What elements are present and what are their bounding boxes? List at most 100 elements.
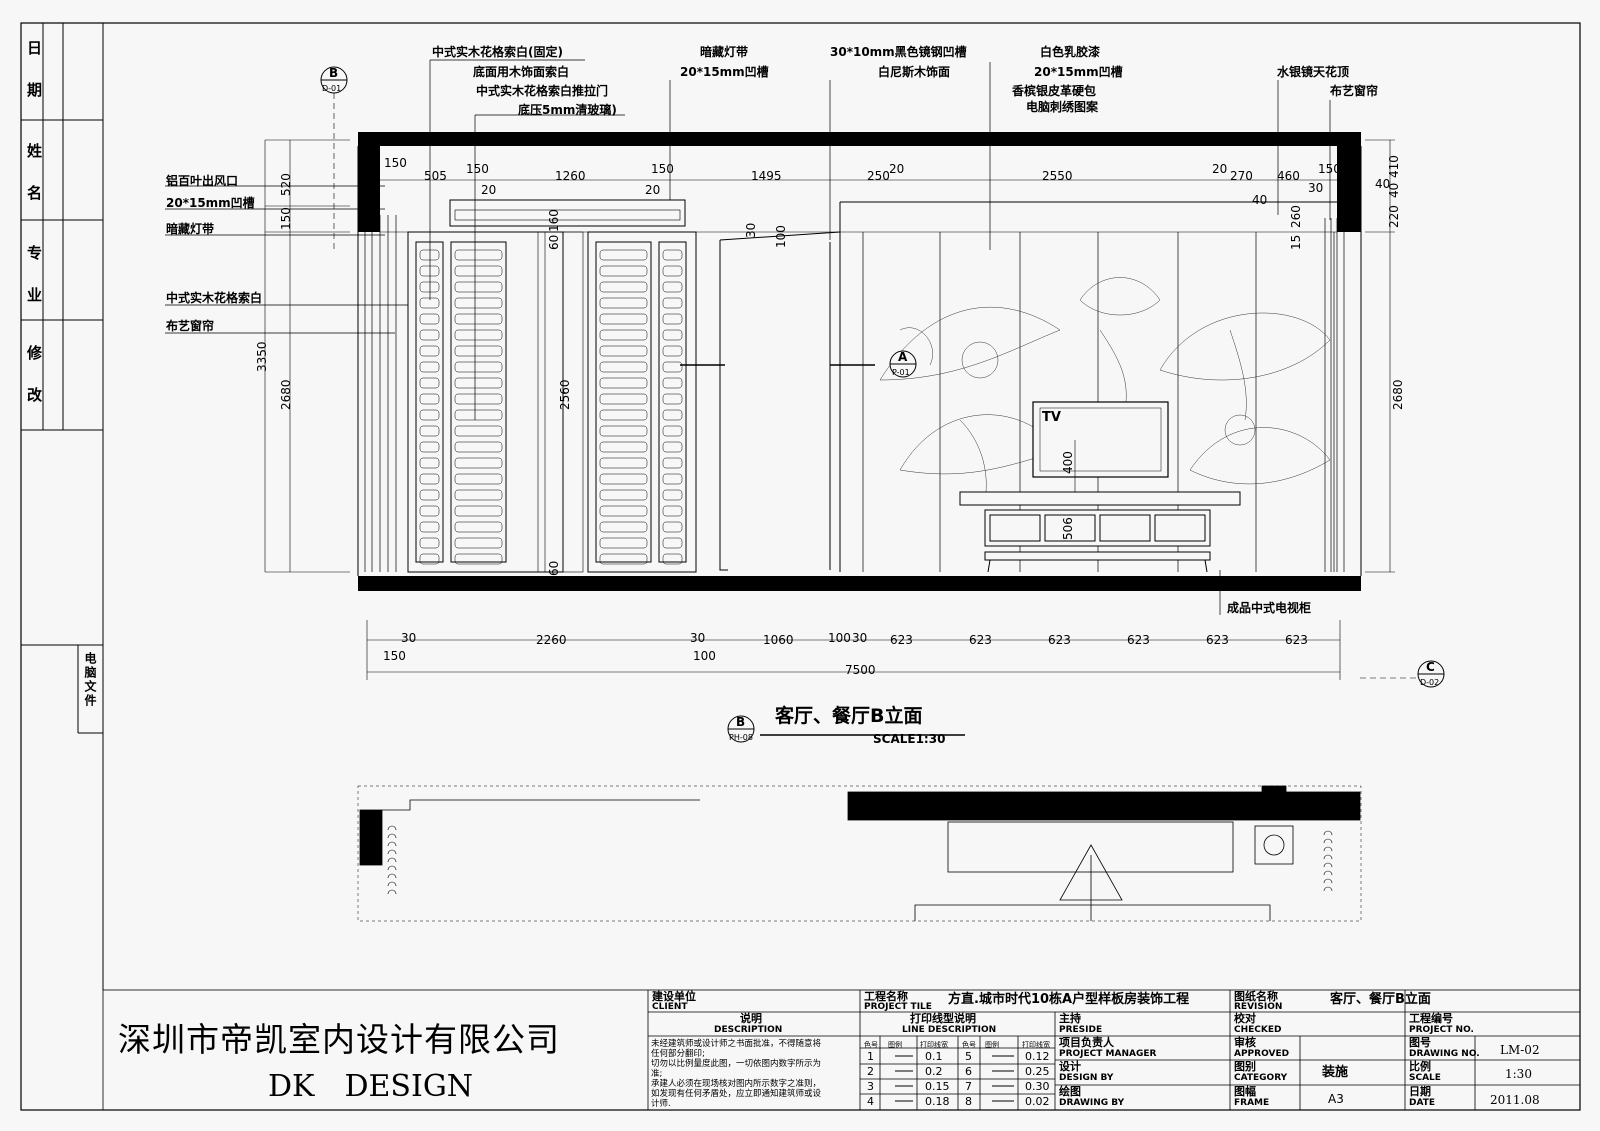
line-head: 打印线宽 bbox=[1022, 1041, 1050, 1049]
scale-en: SCALE bbox=[1409, 1073, 1441, 1083]
design-en: DESIGN BY bbox=[1059, 1073, 1114, 1083]
pm-en: PROJECT MANAGER bbox=[1059, 1049, 1157, 1059]
bottom-dim: 623 bbox=[1127, 633, 1150, 647]
note-line: 准; bbox=[651, 1069, 663, 1079]
notes: 未经建筑师或设计师之书面批准，不得随意将 任何部分翻印; 切勿以比例量度此图，一… bbox=[651, 1039, 821, 1109]
preside-en: PRESIDE bbox=[1059, 1025, 1103, 1035]
label-white-veneer: 白尼斯木饰面 bbox=[878, 65, 951, 79]
revision-en: REVISION bbox=[1234, 1002, 1283, 1012]
note-line: 任何部分翻印; bbox=[651, 1049, 705, 1059]
note-line: 切勿以比例量度此图，一切依图内数字所示为 bbox=[651, 1059, 822, 1069]
callout-c: C bbox=[1426, 660, 1435, 674]
inner-dim: 400 bbox=[1061, 451, 1075, 474]
top-dim: 2550 bbox=[1042, 169, 1073, 183]
company-name-cn: 深圳市帝凯室内设计有限公司 bbox=[118, 1020, 560, 1059]
bottom-dim: 623 bbox=[890, 633, 913, 647]
line-head: 图例 bbox=[985, 1041, 999, 1049]
inner-dim: 260 bbox=[1289, 205, 1303, 228]
line-head: 图例 bbox=[888, 1041, 902, 1049]
label-lattice-fixed: 中式实木花格索白(固定) bbox=[432, 45, 563, 59]
bottom-dim: 623 bbox=[969, 633, 992, 647]
left-dim: 2680 bbox=[279, 379, 293, 410]
top-small-dim: 20 bbox=[645, 183, 661, 197]
revision-value: 客厅、餐厅B立面 bbox=[1330, 992, 1431, 1007]
line-row-no: 2 bbox=[867, 1065, 874, 1078]
right-dim: 40 bbox=[1387, 182, 1401, 198]
line-row-no: 7 bbox=[965, 1080, 972, 1093]
bottom-dim: 30 bbox=[852, 631, 868, 645]
right-dim: 220 bbox=[1387, 205, 1401, 228]
label-mirror-steel-groove: 30*10mm黑色镜钢凹槽 bbox=[830, 45, 967, 59]
client-en: CLIENT bbox=[652, 1002, 688, 1012]
drawno-cn: 图号 bbox=[1409, 1036, 1431, 1049]
label-groove-1: 20*15mm凹槽 bbox=[680, 65, 769, 79]
label-embroidery: 电脑刺绣图案 bbox=[1026, 100, 1099, 114]
bottom-dim: 100 bbox=[693, 649, 716, 663]
drawing-cn: 绘图 bbox=[1059, 1085, 1081, 1098]
inner-dim: 160 bbox=[547, 209, 561, 232]
label-air-outlet: 铝百叶出风口 bbox=[166, 174, 239, 188]
line-row-width: 0.18 bbox=[925, 1095, 950, 1108]
label-curtain-right: 布艺窗帘 bbox=[1330, 84, 1379, 98]
projno-en: PROJECT NO. bbox=[1409, 1025, 1474, 1035]
top-dim: 20 bbox=[889, 162, 905, 176]
top-dim: 1495 bbox=[751, 169, 782, 183]
scale-cn: 比例 bbox=[1409, 1060, 1431, 1073]
frame-en: FRAME bbox=[1234, 1098, 1270, 1108]
line-head: 色号 bbox=[864, 1041, 878, 1049]
project-en: PROJECT TILE bbox=[864, 1002, 932, 1012]
checked-en: CHECKED bbox=[1234, 1025, 1282, 1035]
left-dim: 520 bbox=[279, 173, 293, 196]
tv-label: TV bbox=[1042, 410, 1061, 425]
top-small-dim: 40 bbox=[1375, 177, 1391, 191]
label-sliding-door: 中式实木花格索白推拉门 bbox=[476, 84, 609, 98]
inner-dim: 60 bbox=[547, 234, 561, 250]
date-cn: 日期 bbox=[1409, 1085, 1431, 1098]
desc-en: DESCRIPTION bbox=[714, 1025, 783, 1035]
category-cn: 图别 bbox=[1234, 1060, 1256, 1073]
label-lattice: 中式实木花格索白 bbox=[166, 291, 263, 305]
design-cn: 设计 bbox=[1059, 1060, 1081, 1073]
bottom-dim: 623 bbox=[1206, 633, 1229, 647]
left-dim: 3350 bbox=[255, 341, 269, 372]
top-dim: 1260 bbox=[555, 169, 586, 183]
bottom-dim: 623 bbox=[1048, 633, 1071, 647]
scale-value: 1:30 bbox=[1505, 1067, 1532, 1081]
company-name-en: DK DESIGN bbox=[268, 1069, 474, 1104]
top-dim: 150 bbox=[651, 162, 674, 176]
top-dim: 460 bbox=[1277, 169, 1300, 183]
left-dim: 150 bbox=[279, 207, 293, 230]
label-groove-3: 20*15mm凹槽 bbox=[166, 196, 255, 210]
client-cn: 建设单位 bbox=[652, 990, 696, 1003]
line-head: 色号 bbox=[962, 1041, 976, 1049]
category-value: 装施 bbox=[1322, 1065, 1349, 1080]
preside-cn: 主持 bbox=[1059, 1012, 1081, 1025]
approved-cn: 审核 bbox=[1234, 1036, 1256, 1049]
callout-a: A bbox=[898, 350, 908, 364]
callout-b-top: B bbox=[329, 66, 339, 80]
top-dim: 150 bbox=[384, 156, 407, 170]
bottom-dim: 100 bbox=[828, 631, 851, 645]
inner-dim: 2560 bbox=[558, 379, 572, 410]
callout-a-sub: P-01 bbox=[892, 368, 910, 377]
drawing-en: DRAWING BY bbox=[1059, 1098, 1125, 1108]
top-dim: 505 bbox=[424, 169, 447, 183]
top-small-dim: 20 bbox=[481, 183, 497, 197]
top-dim: 270 bbox=[1230, 169, 1253, 183]
revision-cn: 图纸名称 bbox=[1234, 990, 1278, 1003]
inner-dim: 15 bbox=[1289, 234, 1303, 250]
approved-en: APPROVED bbox=[1234, 1049, 1290, 1059]
callout-b-title: B bbox=[736, 715, 746, 729]
bottom-dim: 30 bbox=[690, 631, 706, 645]
date-label: 日 期 bbox=[25, 40, 43, 103]
pm-cn: 项目负责人 bbox=[1059, 1036, 1114, 1049]
label-curtain-left: 布艺窗帘 bbox=[166, 319, 215, 333]
date-value: 2011.08 bbox=[1490, 1093, 1540, 1107]
top-small-dim: 30 bbox=[1308, 181, 1324, 195]
revise-label: 修 改 bbox=[25, 345, 43, 408]
frame-cn: 图幅 bbox=[1234, 1085, 1256, 1098]
line-row-width: 0.25 bbox=[1025, 1065, 1050, 1078]
date-en: DATE bbox=[1409, 1098, 1436, 1108]
checked-cn: 校对 bbox=[1234, 1012, 1256, 1025]
